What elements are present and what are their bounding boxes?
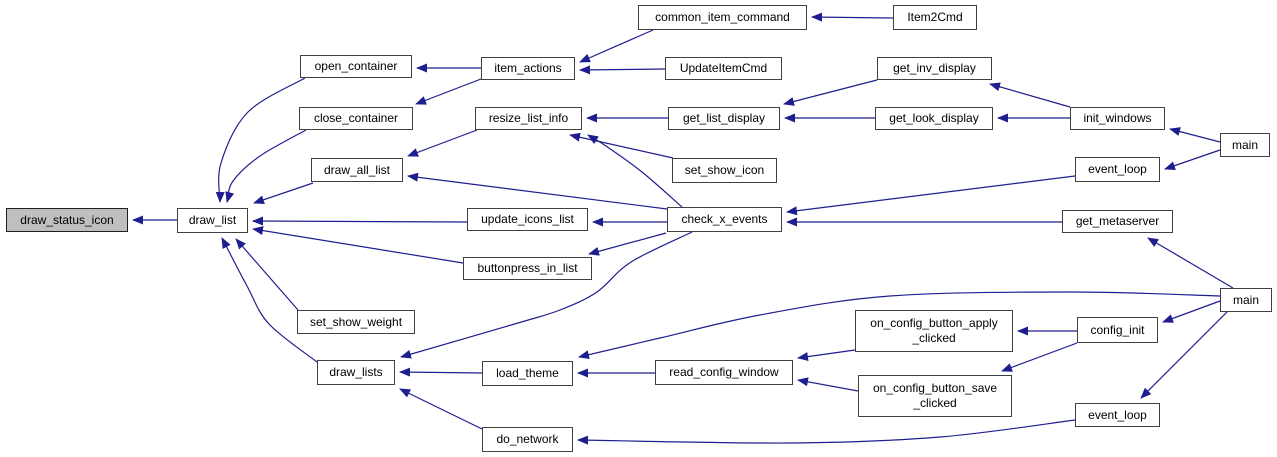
- node-event-loop-bottom[interactable]: event_loop: [1075, 403, 1160, 427]
- edge-buttonpress_in_list-to-draw_list: [252, 226, 464, 264]
- edge-init_windows-to-get_inv_display: [989, 82, 1071, 108]
- node-draw-all-list[interactable]: draw_all_list: [311, 158, 403, 182]
- edge-load_theme-to-draw_lists: [399, 367, 483, 377]
- node-event-loop-top[interactable]: event_loop: [1075, 157, 1160, 182]
- edge-config_init-to-on_config_button_save_clicked: [1001, 342, 1078, 372]
- node-common-item-command[interactable]: common_item_command: [638, 5, 807, 30]
- edge-on_config_button_apply_clicked-to-read_config_window: [797, 349, 856, 362]
- node-set-show-weight[interactable]: set_show_weight: [297, 310, 415, 334]
- edge-resize_list_info-to-draw_all_list: [407, 129, 478, 157]
- node-main-bottom[interactable]: main: [1220, 288, 1272, 312]
- edge-get_inv_display-to-get_list_display: [783, 79, 878, 106]
- edge-do_network-to-draw_lists: [399, 388, 483, 430]
- edge-open_container-to-draw_list: [215, 77, 306, 203]
- node-update-icons-list[interactable]: update_icons_list: [467, 208, 588, 231]
- node-open-container[interactable]: open_container: [300, 55, 412, 78]
- edge-check_x_events-to-buttonpress_in_list: [588, 232, 667, 256]
- edge-item_actions-to-close_container: [415, 78, 482, 105]
- node-buttonpress-in-list[interactable]: buttonpress_in_list: [463, 257, 592, 280]
- edge-main_bottom-to-load_theme: [578, 291, 1221, 360]
- node-get-metaserver[interactable]: get_metaserver: [1062, 210, 1173, 233]
- node-set-show-icon[interactable]: set_show_icon: [672, 158, 777, 183]
- edge-common_item_command-to-item_actions: [579, 29, 654, 63]
- node-check-x-events[interactable]: check_x_events: [667, 207, 782, 232]
- node-do-network[interactable]: do_network: [482, 427, 573, 452]
- edge-check_x_events-to-draw_lists: [400, 231, 693, 359]
- node-updateitemcmd[interactable]: UpdateItemCmd: [665, 57, 782, 80]
- edge-on_config_button_save_clicked-to-read_config_window: [797, 377, 859, 392]
- edge-main_top-to-event_loop_top: [1164, 149, 1221, 170]
- node-draw-list[interactable]: draw_list: [177, 208, 248, 233]
- edge-event_loop_bottom-to-do_network: [577, 419, 1076, 445]
- edge-main_bottom-to-event_loop_bottom: [1140, 311, 1228, 399]
- node-draw-status-icon: draw_status_icon: [6, 208, 128, 232]
- node-init-windows[interactable]: init_windows: [1070, 107, 1165, 130]
- node-get-inv-display[interactable]: get_inv_display: [877, 57, 992, 80]
- edge-main_top-to-init_windows: [1169, 127, 1221, 143]
- edge-check_x_events-to-draw_all_list: [407, 172, 668, 210]
- node-get-list-display[interactable]: get_list_display: [668, 107, 780, 130]
- edge-Item2Cmd-to-common_item_command: [811, 12, 894, 22]
- node-load-theme[interactable]: load_theme: [482, 361, 573, 386]
- edge-main_bottom-to-get_metaserver: [1147, 237, 1234, 289]
- edge-event_loop_top-to-check_x_events: [786, 175, 1076, 216]
- node-resize-list-info[interactable]: resize_list_info: [475, 107, 582, 130]
- node-item2cmd[interactable]: Item2Cmd: [893, 5, 977, 30]
- edge-update_icons_list-to-draw_list: [252, 216, 468, 226]
- node-draw-lists[interactable]: draw_lists: [317, 360, 395, 385]
- edge-UpdateItemCmd-to-item_actions: [579, 65, 666, 75]
- node-main-top[interactable]: main: [1220, 133, 1270, 157]
- node-on-config-button-save-clicked[interactable]: on_config_button_save _clicked: [858, 375, 1012, 417]
- edge-main_bottom-to-config_init: [1162, 300, 1221, 323]
- node-get-look-display[interactable]: get_look_display: [875, 107, 993, 130]
- node-on-config-button-apply-clicked[interactable]: on_config_button_apply _clicked: [855, 310, 1013, 352]
- edge-draw_all_list-to-draw_list: [253, 182, 314, 205]
- edge-draw_lists-to-draw_list: [221, 237, 318, 363]
- edge-close_container-to-draw_list: [225, 129, 307, 203]
- edge-set_show_weight-to-draw_list: [235, 238, 299, 311]
- node-config-init[interactable]: config_init: [1077, 317, 1158, 343]
- node-read-config-window[interactable]: read_config_window: [655, 360, 793, 385]
- edge-check_x_events-to-resize_list_info: [587, 134, 683, 208]
- node-close-container[interactable]: close_container: [299, 107, 413, 130]
- node-item-actions[interactable]: item_actions: [481, 57, 575, 80]
- edge-set_show_icon-to-resize_list_info: [569, 132, 674, 159]
